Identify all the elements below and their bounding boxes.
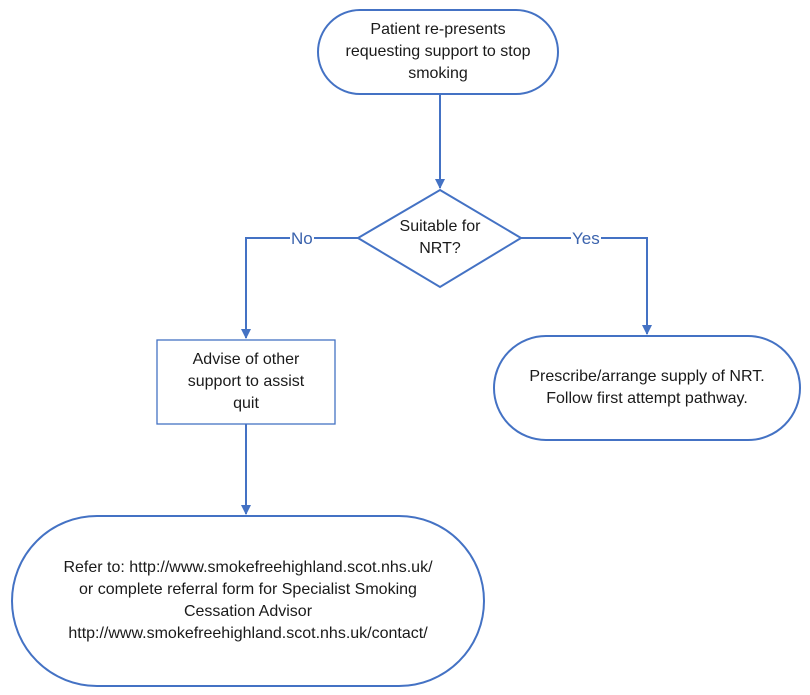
advise-process-shape xyxy=(156,339,336,425)
advise-node-text: Advise of other support to assist quit xyxy=(187,351,305,412)
decision-diamond-shape xyxy=(356,188,523,289)
yes-branch-label: Yes xyxy=(571,229,601,249)
refer-terminal-shape xyxy=(11,515,485,687)
start-node-text: Patient re-presents requesting support t… xyxy=(345,21,531,82)
prescribe-terminal-shape xyxy=(493,335,801,441)
connector-decision-no-branch xyxy=(241,237,358,339)
refer-node-text: Refer to: http://www.smokefreehighland.s… xyxy=(63,559,433,642)
prescribe-node-text: Prescribe/arrange supply of NRT. Follow … xyxy=(529,368,765,407)
decision-node-text: Suitable for NRT? xyxy=(399,218,481,257)
no-branch-label: No xyxy=(290,229,314,249)
start-terminal-shape xyxy=(317,9,559,95)
connector-decision-yes-branch xyxy=(521,237,652,335)
